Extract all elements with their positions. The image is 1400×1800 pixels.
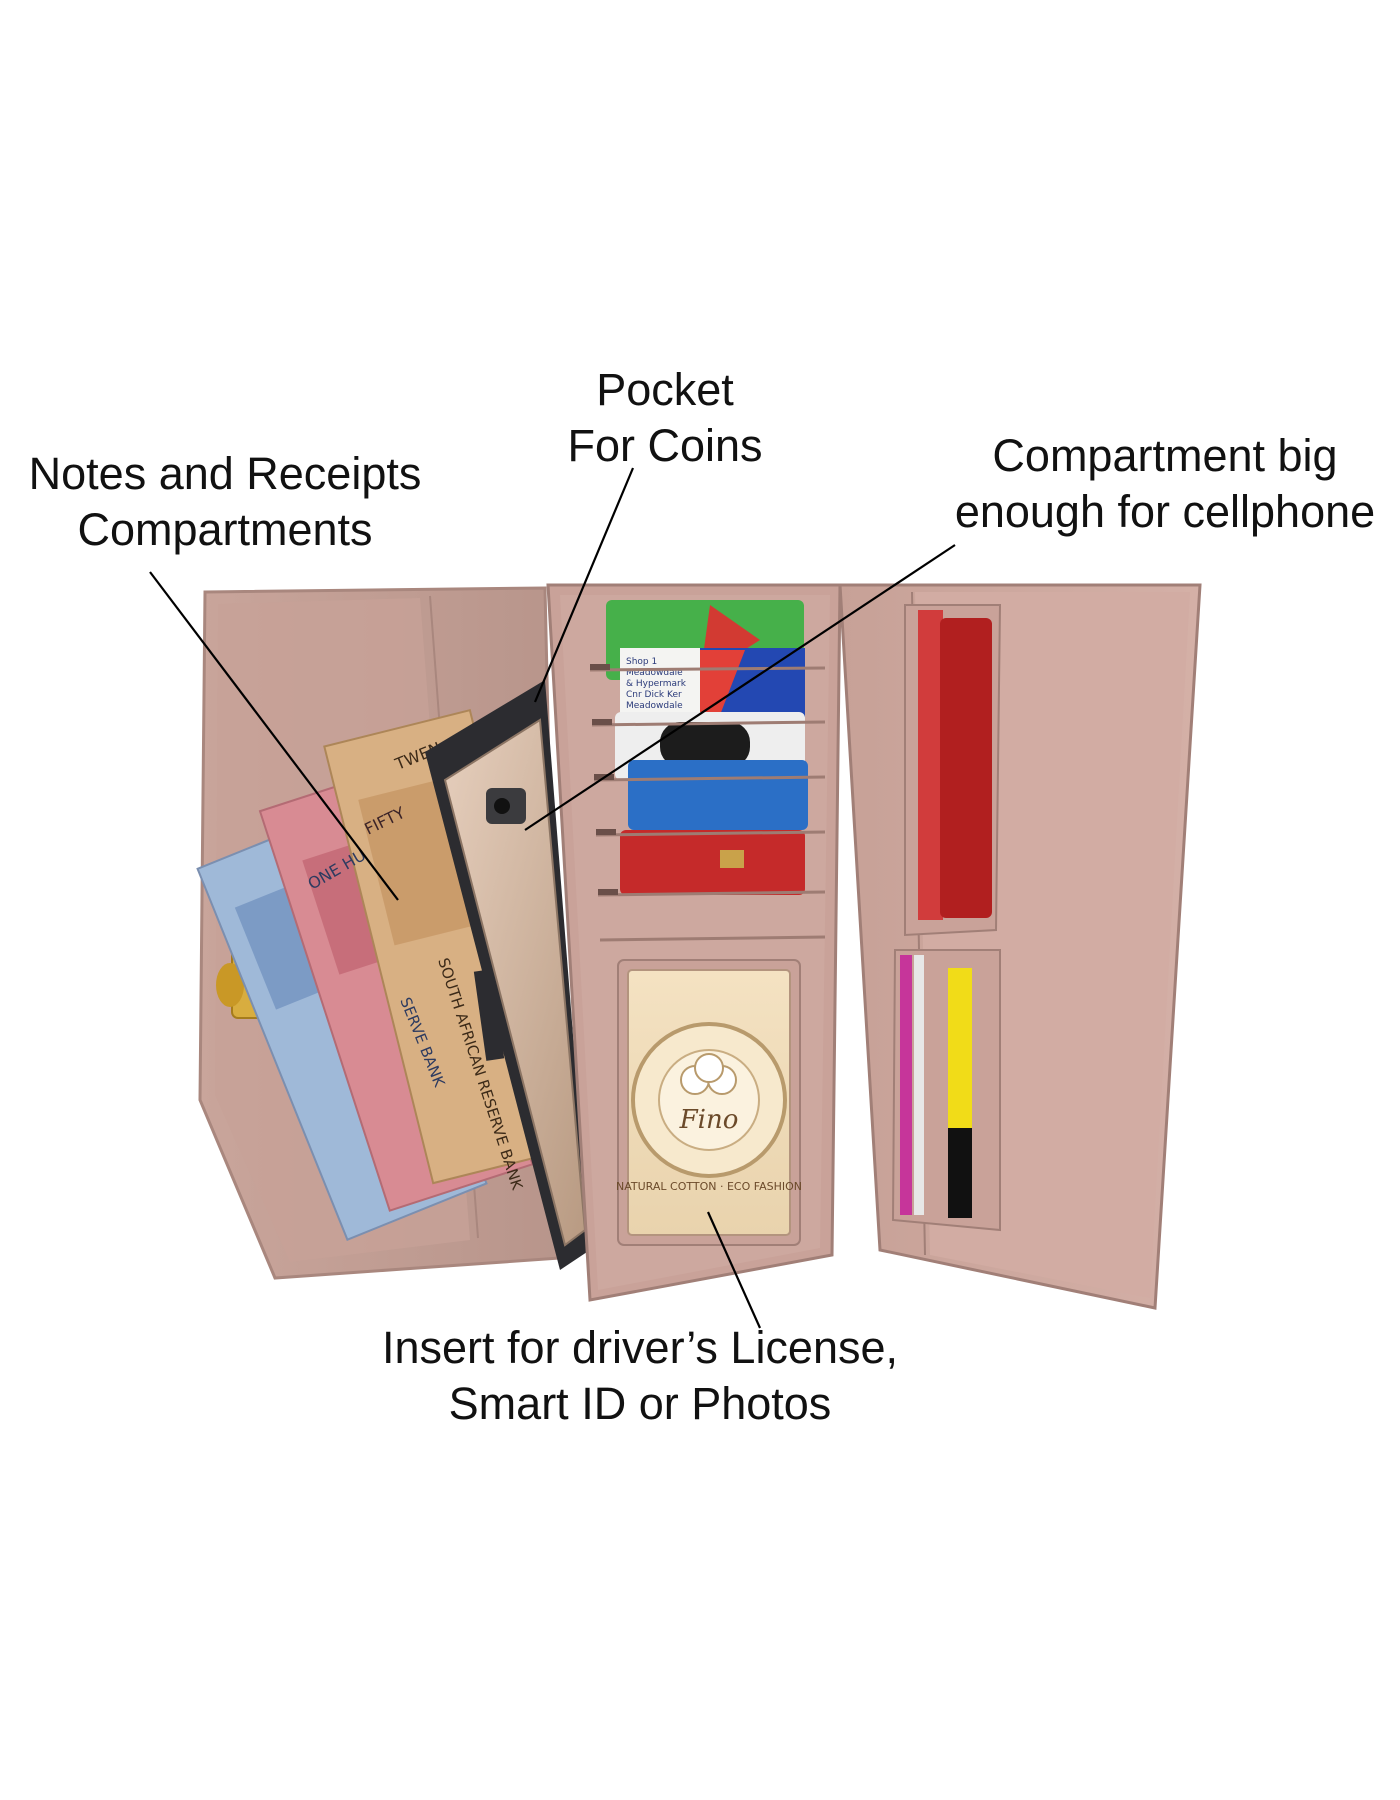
cellphone bbox=[425, 680, 590, 1270]
label-notes-line2: Compartments bbox=[77, 504, 373, 555]
label-coins-line2: For Coins bbox=[567, 420, 763, 471]
label-cellphone-compartment: Compartment big enough for cellphone bbox=[930, 428, 1400, 540]
svg-text:Meadowdale: Meadowdale bbox=[626, 668, 683, 678]
label-coins-line1: Pocket bbox=[596, 364, 734, 415]
logo-ring-text: NATURAL COTTON · ECO FASHION bbox=[616, 1180, 802, 1193]
card-receipt bbox=[620, 648, 700, 718]
label-phone-line2: enough for cellphone bbox=[954, 486, 1376, 537]
card-red bbox=[620, 830, 805, 895]
logo-text: Fino bbox=[679, 1105, 739, 1135]
label-license-insert: Insert for driver’s License, Smart ID or… bbox=[330, 1320, 950, 1432]
label-license-line2: Smart ID or Photos bbox=[448, 1378, 832, 1429]
svg-text:& Hypermark: & Hypermark bbox=[626, 679, 687, 689]
label-notes-compartments: Notes and Receipts Compartments bbox=[0, 446, 450, 558]
pointer-line-license bbox=[706, 1211, 762, 1329]
wallet-right-panel bbox=[838, 583, 1202, 1310]
svg-text:Cnr Dick Ker: Cnr Dick Ker bbox=[626, 690, 682, 700]
svg-text:Meadowdale: Meadowdale bbox=[626, 701, 683, 711]
card-panel: Shop 1 Meadowdale & Hypermark Cnr Dick K… bbox=[546, 583, 842, 1302]
pointer-line-notes bbox=[149, 571, 399, 901]
svg-text:Shop 1: Shop 1 bbox=[626, 657, 657, 667]
label-coin-pocket: Pocket For Coins bbox=[540, 362, 790, 474]
card-blue bbox=[628, 760, 808, 830]
label-phone-line1: Compartment big bbox=[992, 430, 1338, 481]
card-red-right bbox=[940, 618, 992, 918]
label-notes-line1: Notes and Receipts bbox=[28, 448, 422, 499]
label-license-line1: Insert for driver’s License, bbox=[381, 1322, 899, 1373]
pointer-line-phone bbox=[524, 544, 956, 831]
pointer-line-coins bbox=[533, 467, 635, 703]
